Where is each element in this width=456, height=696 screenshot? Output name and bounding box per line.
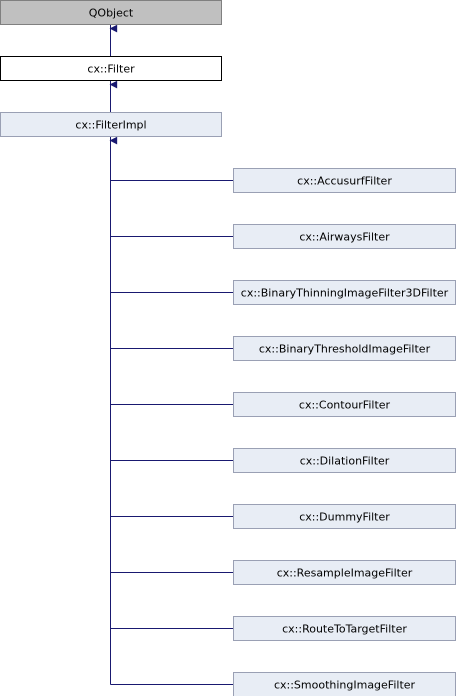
node-filterimpl[interactable]: cx::FilterImpl xyxy=(0,112,222,137)
child-node-box xyxy=(233,280,456,305)
node-filterimpl-label: cx::FilterImpl xyxy=(75,119,146,132)
child-branches xyxy=(110,180,234,685)
child-node[interactable]: cx::BinaryThresholdImageFilter xyxy=(233,336,456,361)
child-nodes: cx::AccusurfFiltercx::AirwaysFiltercx::B… xyxy=(233,168,456,696)
node-qobject[interactable]: QObject xyxy=(0,0,222,25)
child-node[interactable]: cx::ContourFilter xyxy=(233,392,456,417)
child-node-label: cx::ResampleImageFilter xyxy=(277,567,413,580)
child-node-box xyxy=(233,336,456,361)
child-node-label: cx::BinaryThresholdImageFilter xyxy=(259,343,431,356)
child-node-label: cx::ContourFilter xyxy=(299,399,391,412)
node-qobject-label: QObject xyxy=(89,7,134,20)
child-node-label: cx::SmoothingImageFilter xyxy=(274,679,416,692)
child-node[interactable]: cx::DummyFilter xyxy=(233,504,456,529)
child-node[interactable]: cx::AirwaysFilter xyxy=(233,224,456,249)
child-node-box xyxy=(233,224,456,249)
child-node-label: cx::DilationFilter xyxy=(300,455,390,468)
child-node[interactable]: cx::BinaryThinningImageFilter3DFilter xyxy=(233,280,456,305)
child-node-box xyxy=(233,504,456,529)
child-node[interactable]: cx::SmoothingImageFilter xyxy=(233,672,456,696)
child-node-label: cx::AirwaysFilter xyxy=(299,231,390,244)
child-node[interactable]: cx::ResampleImageFilter xyxy=(233,560,456,585)
child-node-box xyxy=(233,168,456,193)
edges xyxy=(111,25,234,685)
child-node-label: cx::RouteToTargetFilter xyxy=(282,623,407,636)
node-filter-label: cx::Filter xyxy=(87,63,135,76)
child-node-label: cx::AccusurfFilter xyxy=(297,175,392,188)
child-node-label: cx::BinaryThinningImageFilter3DFilter xyxy=(241,287,449,300)
child-node-box xyxy=(233,448,456,473)
child-node[interactable]: cx::RouteToTargetFilter xyxy=(233,616,456,641)
child-node[interactable]: cx::AccusurfFilter xyxy=(233,168,456,193)
child-node-box xyxy=(233,560,456,585)
child-node[interactable]: cx::DilationFilter xyxy=(233,448,456,473)
node-filter[interactable]: cx::Filter xyxy=(0,56,222,81)
child-node-label: cx::DummyFilter xyxy=(299,511,390,524)
